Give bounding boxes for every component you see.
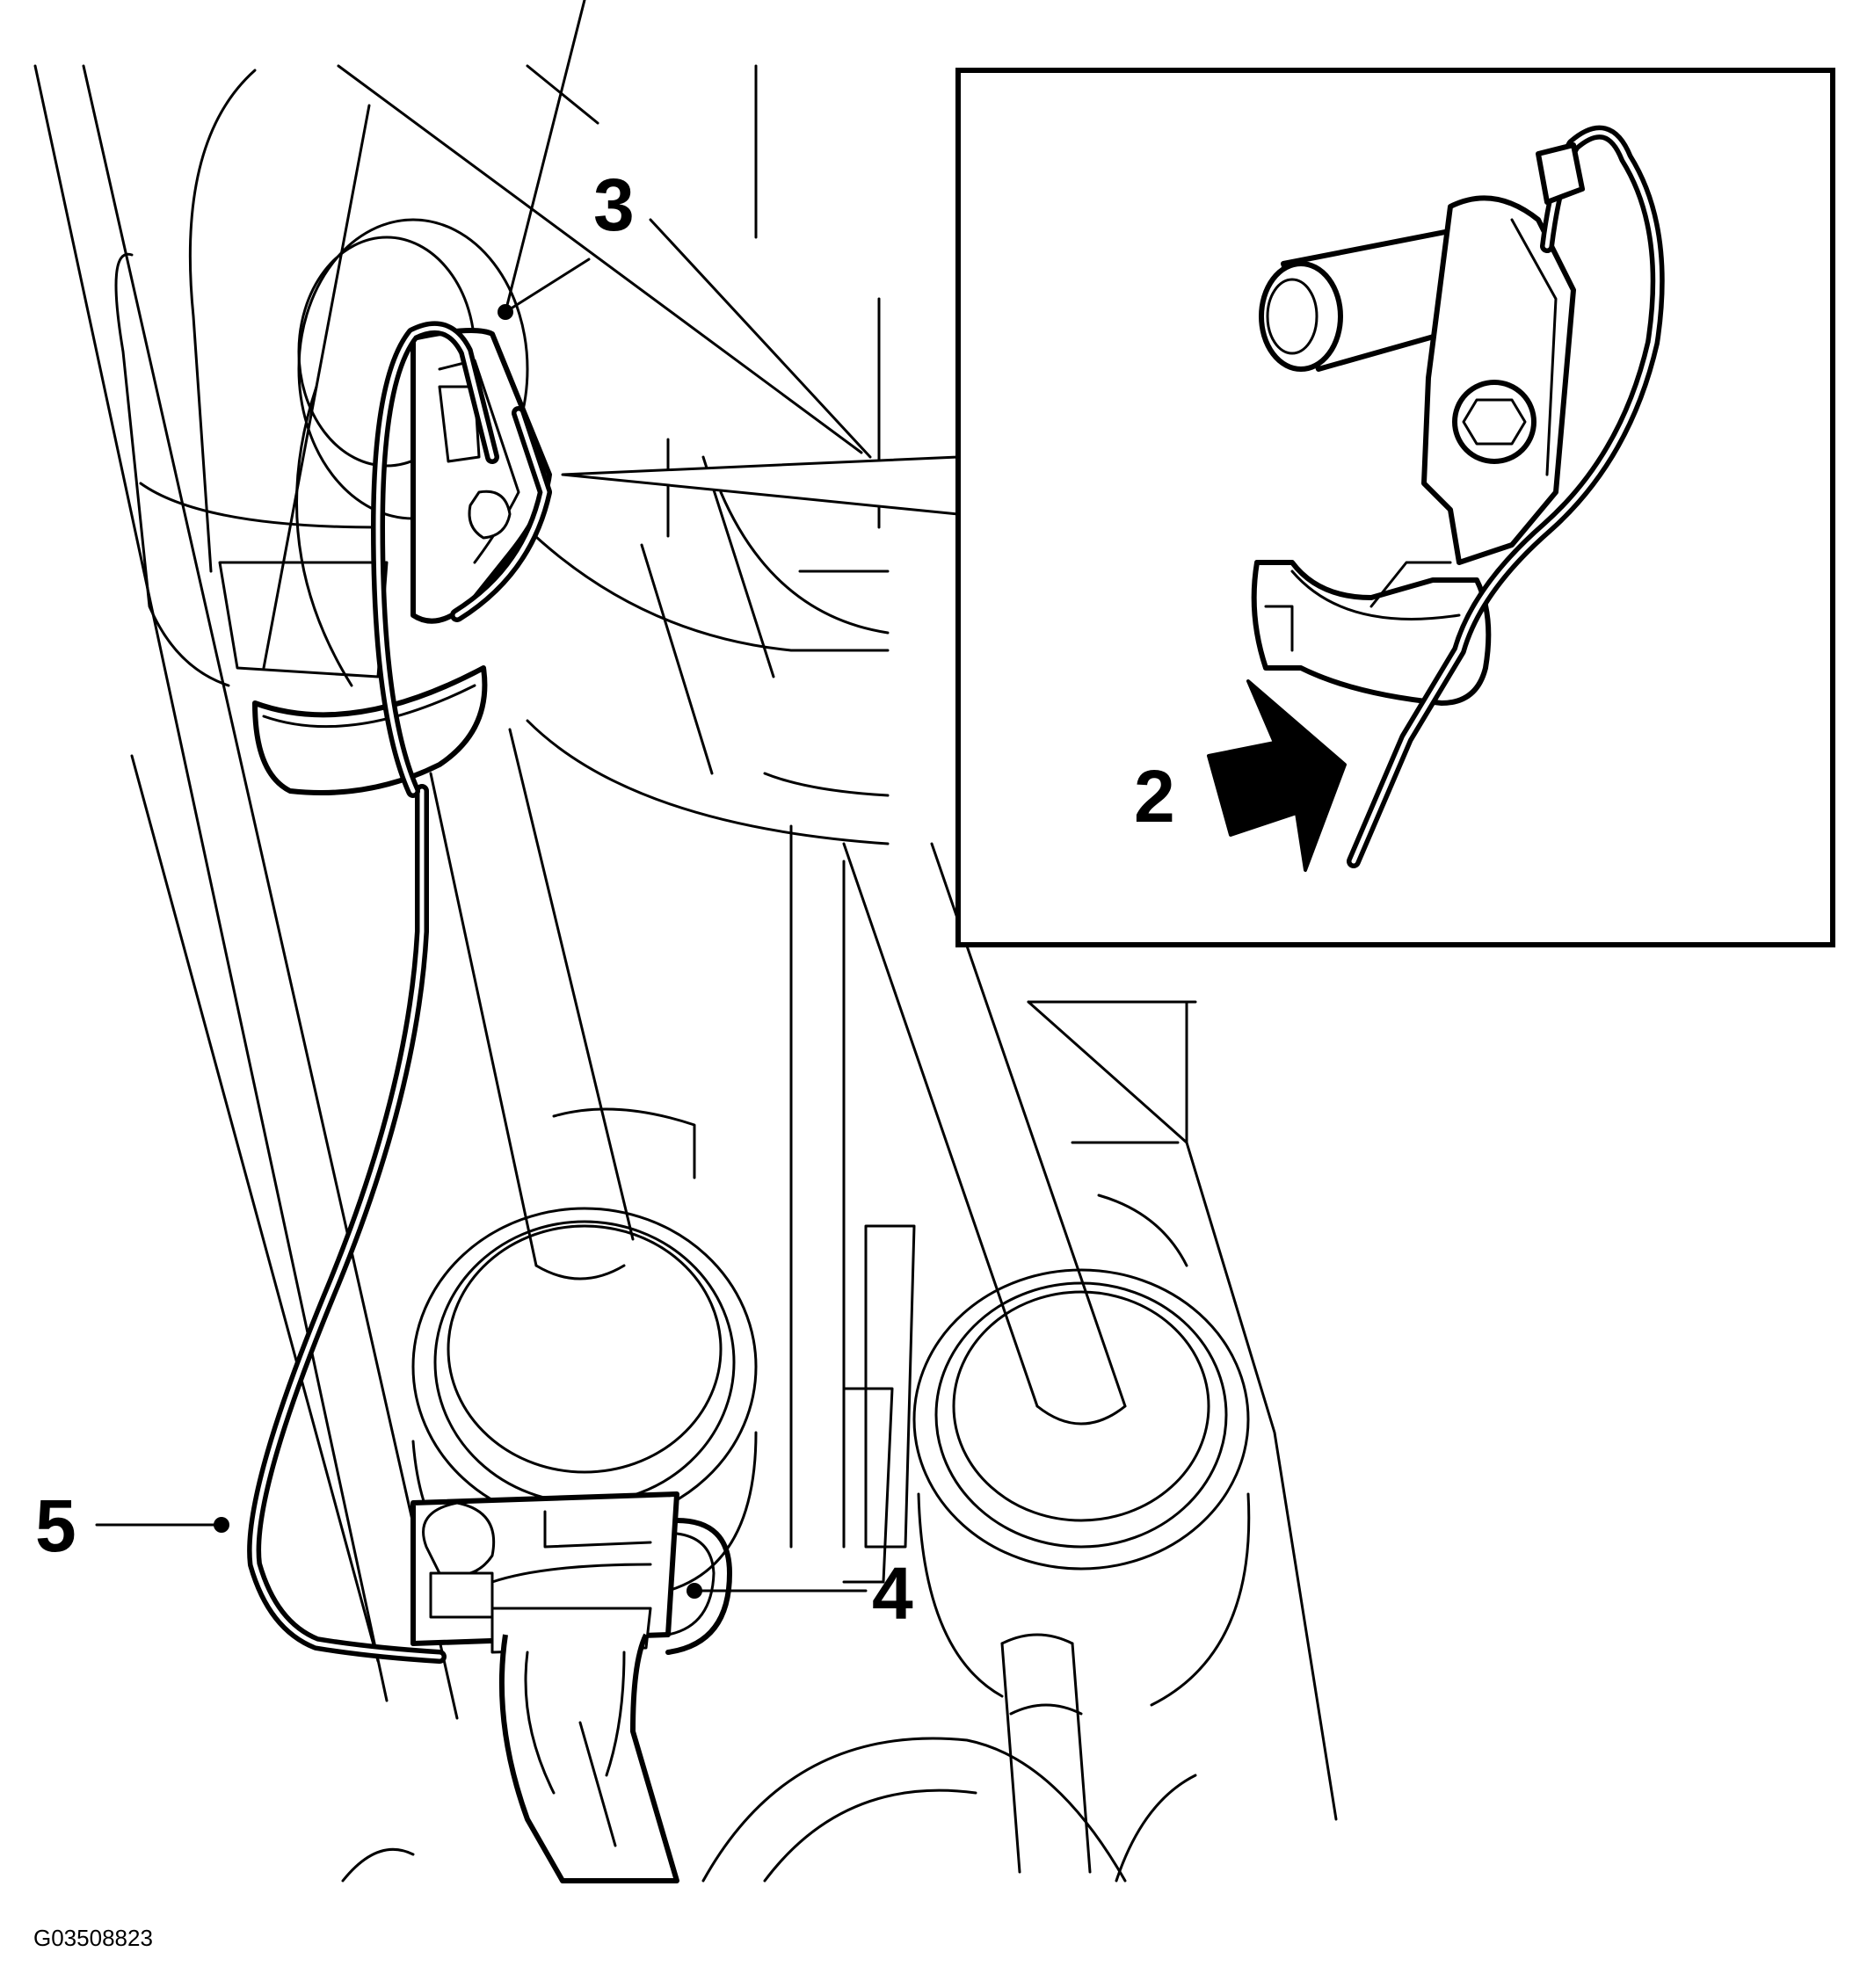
callout-2-label: 2 [1134,755,1175,838]
inset-frame [955,68,1835,947]
figure-code: G03508823 [33,1925,153,1951]
callout-leaders [95,0,868,1599]
sensor-wire [247,321,552,1664]
upper-sensor-clip [252,328,552,795]
callout-3-label: 3 [593,163,635,246]
arrow-icon [1207,679,1347,872]
inset-bracket [1251,195,1576,706]
inset-wire [1347,125,1665,868]
callout-5-label: 5 [35,1484,76,1567]
detail-inset [561,68,1835,947]
inset-bolt [1452,380,1536,464]
lower-clamp-bracket [410,1491,732,1883]
callout-4-label: 4 [872,1552,913,1635]
